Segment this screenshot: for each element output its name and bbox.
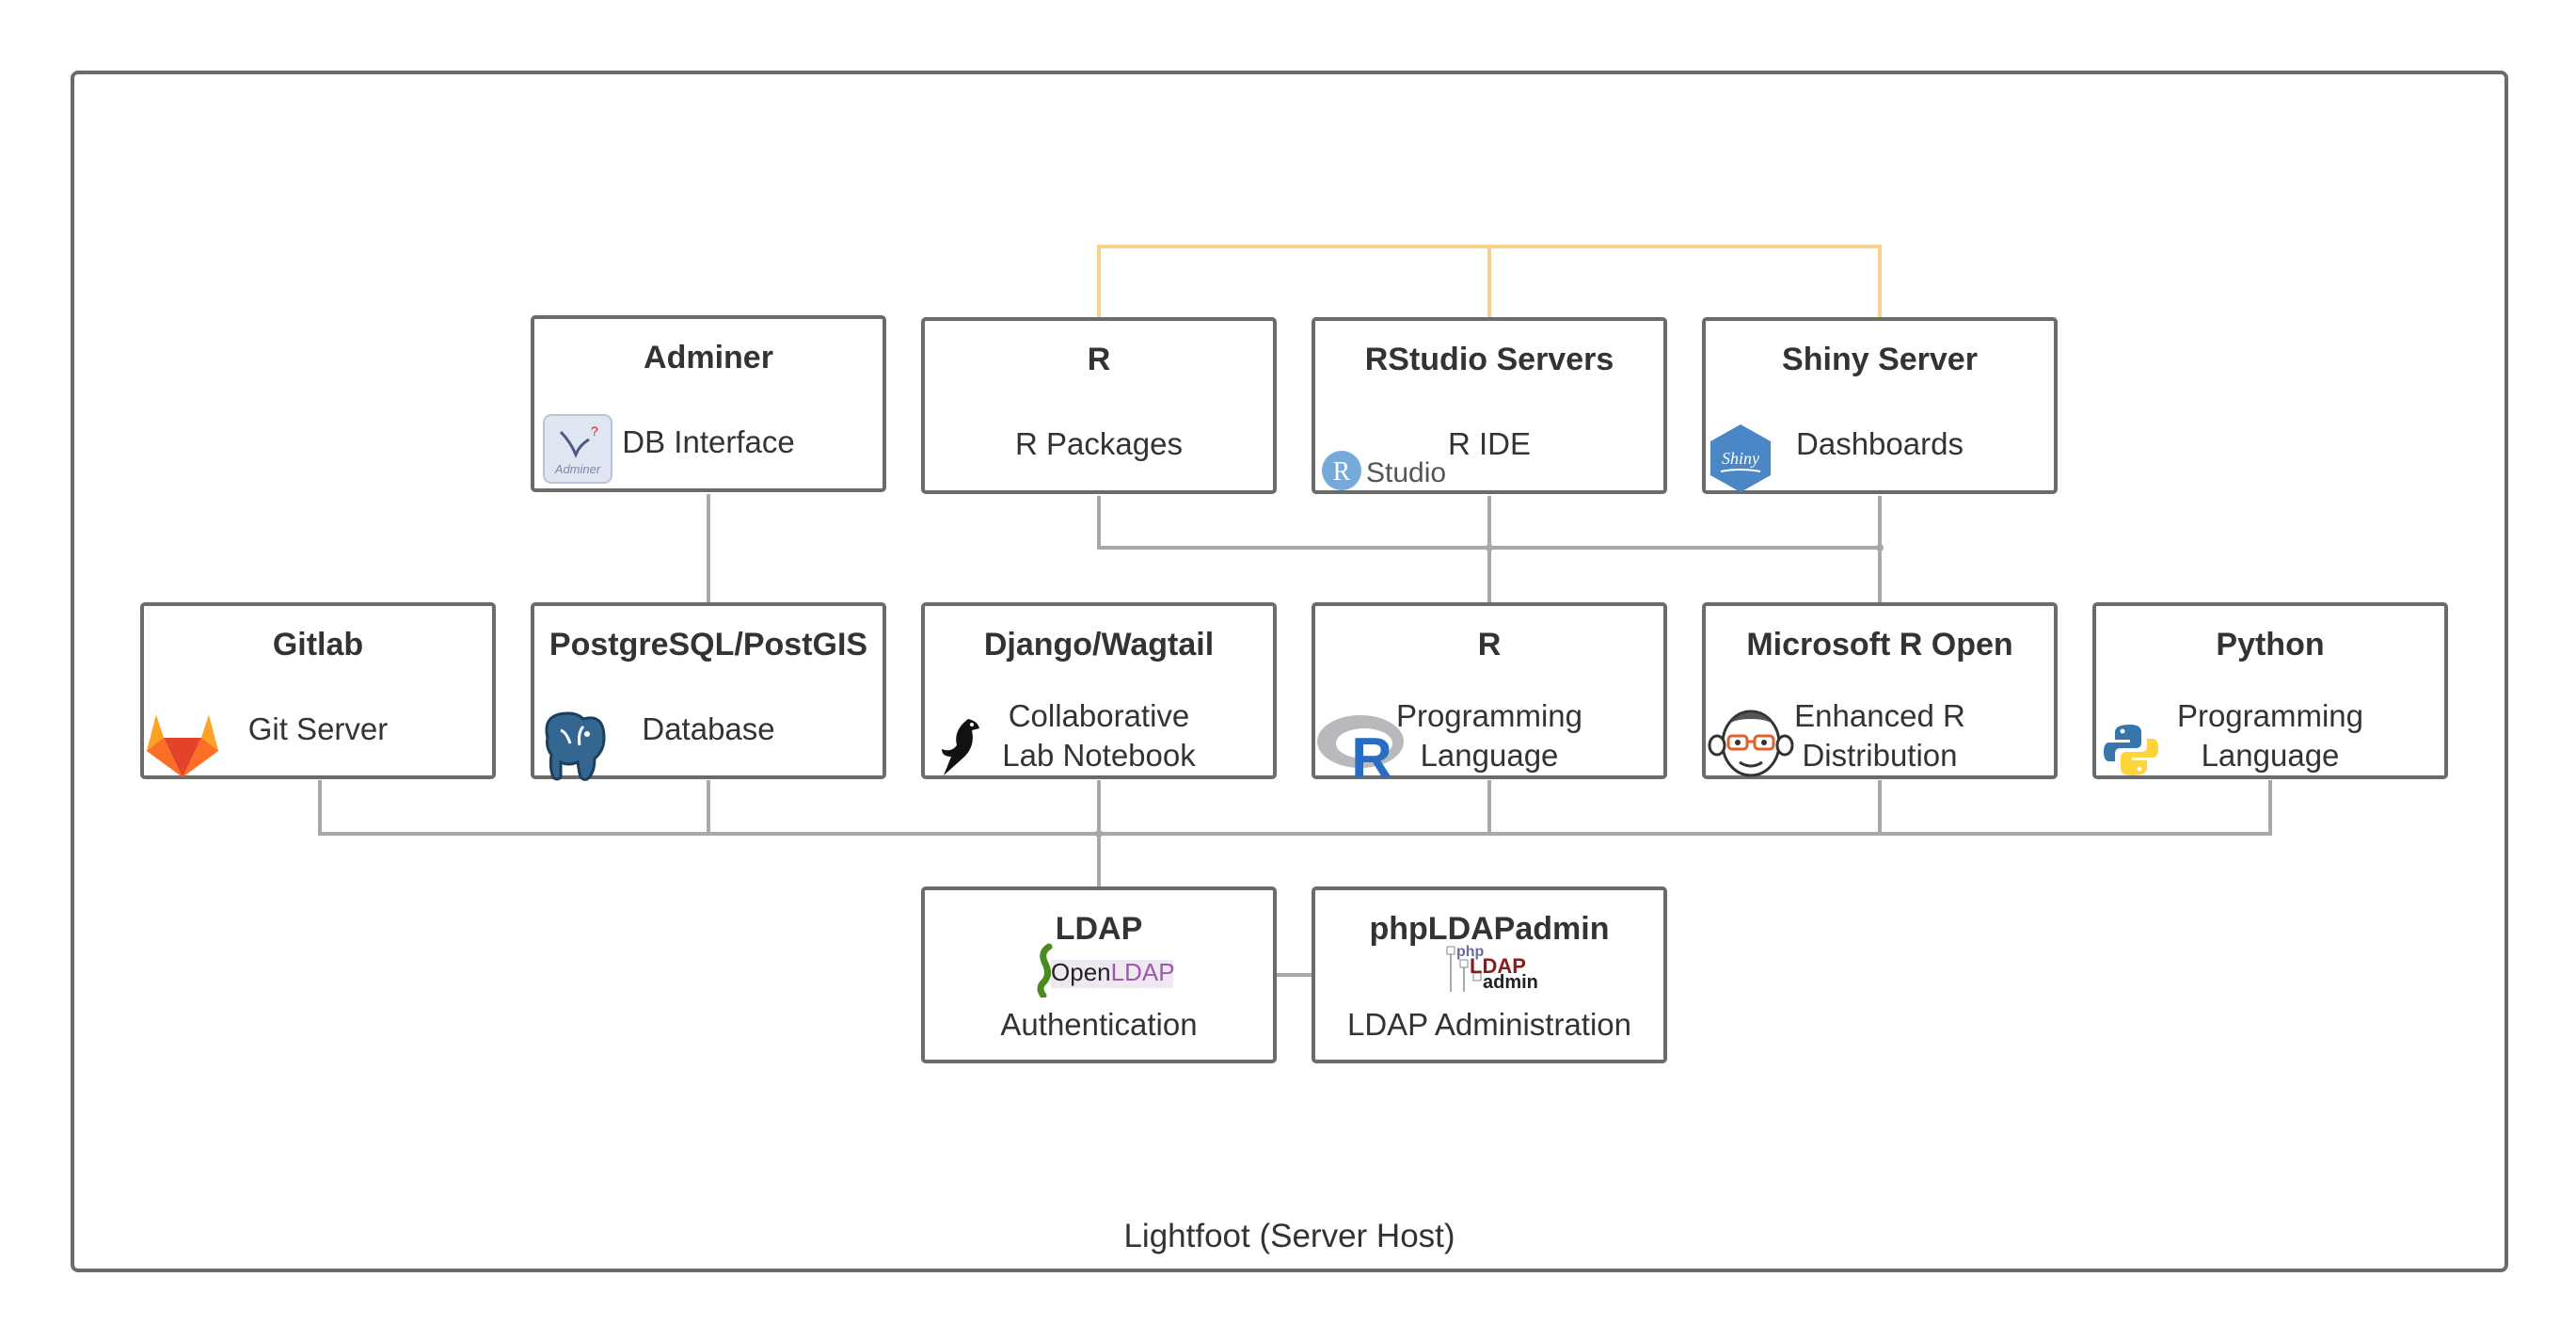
node-django[interactable]: Django/Wagtail Collaborative Lab Noteboo… [921, 602, 1277, 779]
node-r-language[interactable]: R Programming Language R [1312, 602, 1667, 781]
node-subtitle: Programming Language [2176, 698, 2364, 773]
r-language-logo-icon: R [1317, 715, 1404, 781]
node-subtitle: Database [642, 711, 775, 746]
connector-bus [318, 780, 2272, 836]
postgresql-elephant-icon [545, 711, 606, 781]
node-subtitle: Git Server [247, 711, 389, 746]
node-gitlab[interactable]: Gitlab Git Server [140, 602, 496, 779]
svg-text:Studio: Studio [1366, 457, 1446, 488]
node-phpldapadmin[interactable]: phpLDAPadmin LDAP Administration php LDA… [1312, 886, 1667, 1063]
node-subtitle: R Packages [1015, 426, 1183, 461]
svg-text:R: R [1351, 726, 1391, 781]
svg-text:Adminer: Adminer [554, 462, 601, 476]
rstudio-logo-icon: R Studio [1322, 451, 1446, 490]
node-adminer[interactable]: Adminer DB Interface ? Adminer [531, 315, 886, 492]
node-subtitle: LDAP Administration [1346, 1007, 1632, 1042]
node-title: RStudio Servers [1364, 342, 1614, 377]
gitlab-logo-icon [147, 715, 218, 777]
openldap-logo-icon: OpenLDAP [1037, 943, 1175, 998]
node-subtitle: Programming Language [1395, 698, 1583, 773]
node-title: Gitlab [272, 627, 364, 663]
node-title: Python [2216, 627, 2325, 663]
node-postgres[interactable]: PostgreSQL/PostGIS Database [531, 602, 886, 781]
node-title: PostgreSQL/PostGIS [549, 627, 868, 663]
node-title: LDAP [1055, 911, 1143, 947]
adminer-logo-icon: ? Adminer [543, 414, 612, 484]
svg-text:OpenLDAP: OpenLDAP [1051, 958, 1175, 986]
node-title: Adminer [644, 340, 773, 375]
svg-text:R: R [1333, 457, 1351, 487]
node-subtitle: Enhanced R Distribution [1794, 698, 1965, 773]
node-shiny[interactable]: Shiny Server Dashboards Shiny [1702, 317, 2058, 494]
svg-text:php: php [1456, 944, 1485, 960]
svg-text:LDAP: LDAP [1470, 954, 1526, 978]
svg-text:?: ? [591, 423, 598, 439]
node-title: Shiny Server [1782, 342, 1978, 377]
node-python[interactable]: Python Programming Language [2092, 602, 2448, 779]
phpldapadmin-logo-icon: php LDAP admin [1446, 944, 1538, 993]
mro-monkey-icon [1708, 710, 1794, 777]
node-title: Microsoft R Open [1746, 627, 2013, 663]
node-rstudio[interactable]: RStudio Servers R IDE R Studio [1312, 317, 1667, 494]
shiny-logo-icon: Shiny [1710, 424, 1771, 492]
node-subtitle: DB Interface [622, 424, 795, 459]
svg-text:Shiny: Shiny [1722, 449, 1759, 468]
connector-r-packages-r [1097, 496, 1489, 550]
node-subtitle: R IDE [1447, 426, 1531, 461]
svg-text:admin: admin [1483, 972, 1538, 993]
node-title: R [1087, 342, 1111, 377]
node-subtitle: Collaborative Lab Notebook [1002, 698, 1196, 773]
node-title: R [1477, 627, 1502, 663]
node-subtitle: Dashboards [1796, 426, 1964, 461]
wagtail-bird-icon [942, 719, 979, 775]
node-subtitle: Authentication [1000, 1007, 1198, 1042]
python-logo-icon [2104, 725, 2158, 775]
server-host: Lightfoot (Server Host) [71, 71, 2508, 1272]
node-title: phpLDAPadmin [1369, 911, 1610, 947]
node-title: Django/Wagtail [983, 627, 1215, 663]
server-host-label: Lightfoot (Server Host) [1123, 1218, 1455, 1254]
node-ldap[interactable]: LDAP Authentication OpenLDAP [921, 886, 1277, 1063]
node-r-packages[interactable]: R R Packages [921, 317, 1277, 494]
node-microsoft-r-open[interactable]: Microsoft R Open Enhanced R Distribution [1702, 602, 2058, 779]
